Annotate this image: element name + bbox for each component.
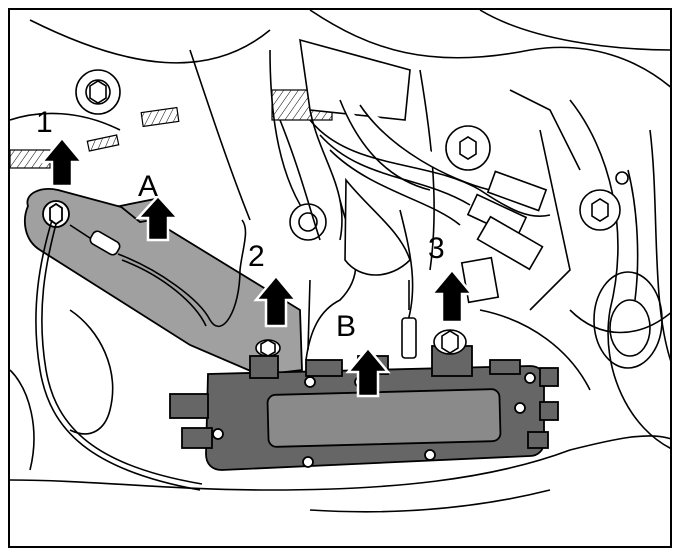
grommet [593, 169, 663, 369]
ground-wire [35, 219, 247, 491]
callout-labels: 1 A 2 B 3 [36, 106, 445, 343]
callout-1: 1 [36, 106, 53, 139]
background-bolts [75, 69, 621, 241]
callout-2: 2 [248, 240, 265, 273]
body-panel-outlines [10, 10, 670, 513]
arrow-1 [39, 136, 85, 188]
installation-illustration: 1 A 2 B 3 [10, 10, 670, 513]
callout-3: 3 [428, 232, 445, 265]
bracket-bolt [255, 339, 281, 357]
arrow-a [135, 194, 181, 242]
wiring-harness [305, 119, 551, 361]
callout-a: A [138, 170, 158, 203]
arrow-2 [253, 274, 299, 328]
upper-connector [279, 38, 491, 241]
module-bolt [433, 329, 467, 355]
arrow-b [345, 346, 391, 398]
callout-b: B [336, 310, 356, 343]
connector-plug [307, 279, 417, 359]
removal-arrows [39, 136, 475, 398]
side-connectors [460, 170, 548, 304]
arrow-3 [429, 268, 475, 324]
diagram-frame: 1 A 2 B 3 [8, 8, 672, 548]
